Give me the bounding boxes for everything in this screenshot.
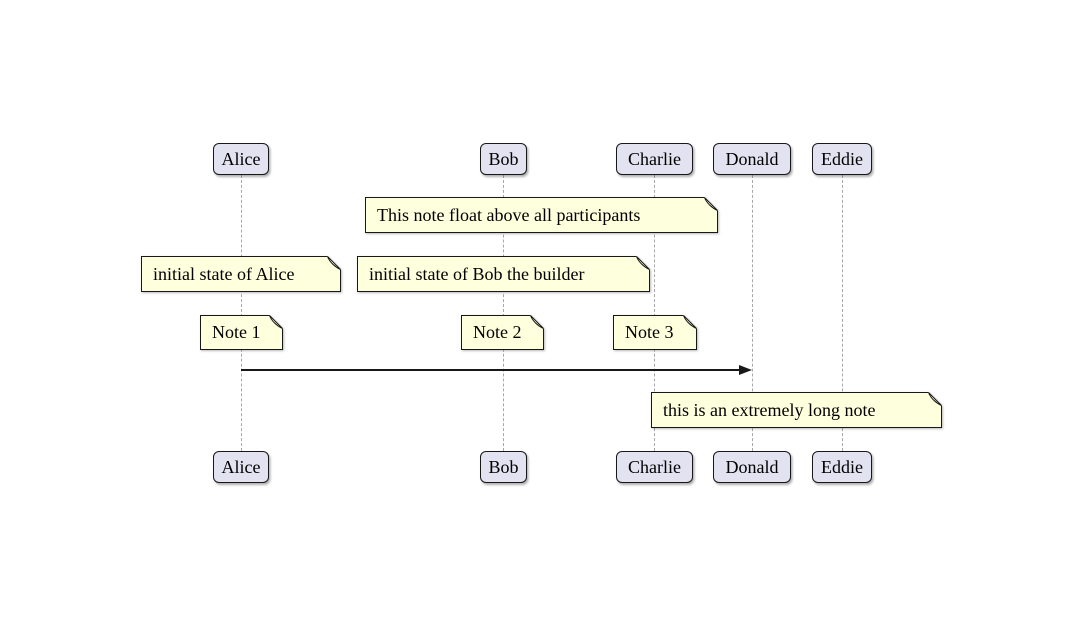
participant-charlie-bottom: Charlie (616, 451, 693, 483)
message-arrowhead-icon (739, 365, 752, 375)
note-1: Note 1 (200, 315, 283, 350)
note-paper (613, 315, 697, 350)
participant-label: Bob (488, 456, 519, 477)
note-2: Note 2 (461, 315, 544, 350)
note-label: this is an extremely long note (663, 399, 876, 420)
note-label: initial state of Alice (153, 263, 295, 284)
note-label: Note 3 (625, 322, 674, 342)
note-floating: This note float above all participants (365, 197, 718, 233)
note-paper (461, 315, 544, 350)
participant-label: Alice (221, 148, 261, 169)
note-fold-icon (683, 315, 697, 329)
note-paper (365, 197, 718, 233)
note-fold-icon (269, 315, 283, 329)
lifeline-eddie (842, 175, 843, 451)
note-fold-icon (928, 392, 942, 406)
note-paper (357, 256, 650, 292)
participant-label: Donald (725, 456, 779, 477)
participant-label: Charlie (628, 456, 681, 477)
note-initial-alice: initial state of Alice (141, 256, 341, 292)
participant-eddie-bottom: Eddie (812, 451, 872, 483)
note-fold-icon (327, 256, 341, 270)
participant-label: Eddie (821, 148, 863, 169)
participant-donald-top: Donald (713, 143, 791, 175)
participant-label: Alice (221, 456, 261, 477)
participant-label: Bob (488, 148, 519, 169)
lifeline-bob (503, 175, 504, 451)
participant-alice-top: Alice (213, 143, 269, 175)
note-paper (651, 392, 942, 428)
note-fold-icon (704, 197, 718, 211)
participant-charlie-top: Charlie (616, 143, 693, 175)
note-label: Note 1 (212, 322, 261, 342)
participant-label: Eddie (821, 456, 863, 477)
participant-donald-bottom: Donald (713, 451, 791, 483)
lifeline-charlie (654, 175, 655, 451)
note-3: Note 3 (613, 315, 697, 350)
note-fold-icon (530, 315, 544, 329)
note-label: Note 2 (473, 322, 522, 342)
participant-alice-bottom: Alice (213, 451, 269, 483)
participant-bob-top: Bob (480, 143, 527, 175)
lifeline-donald (752, 175, 753, 451)
participant-label: Donald (725, 148, 779, 169)
participant-bob-bottom: Bob (480, 451, 527, 483)
note-label: This note float above all participants (377, 204, 641, 225)
note-long: this is an extremely long note (651, 392, 942, 428)
note-label: initial state of Bob the builder (369, 263, 585, 284)
participant-label: Charlie (628, 148, 681, 169)
message-arrow (241, 369, 741, 371)
lifeline-alice (241, 175, 242, 451)
participant-eddie-top: Eddie (812, 143, 872, 175)
note-paper (200, 315, 283, 350)
note-fold-icon (636, 256, 650, 270)
note-initial-bob: initial state of Bob the builder (357, 256, 650, 292)
note-paper (141, 256, 341, 292)
